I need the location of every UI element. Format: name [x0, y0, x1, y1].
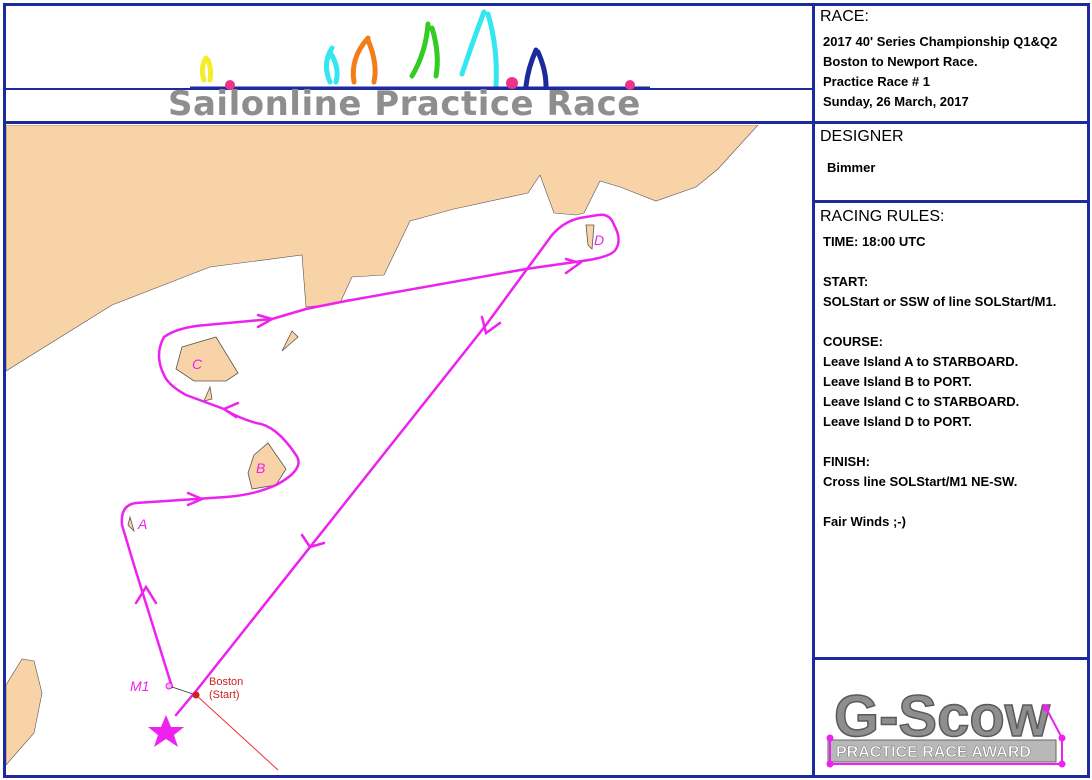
panel-divider	[812, 3, 815, 778]
designer-heading: DESIGNER	[820, 128, 904, 145]
arrow-leg-7	[300, 533, 326, 549]
m1-label: M1	[130, 678, 149, 694]
race-divider	[812, 121, 1090, 124]
island-a	[127, 515, 135, 533]
sail-green	[409, 21, 440, 79]
race-line-3: Practice Race # 1	[823, 74, 930, 89]
island-label-c: C	[192, 356, 203, 372]
header-divider-left	[3, 121, 815, 124]
award-subtitle: PRACTICE RACE AWARD	[836, 744, 1031, 761]
start-marker	[192, 691, 200, 699]
m1-marker	[165, 682, 173, 690]
rules-time: TIME: 18:00 UTC	[823, 234, 926, 249]
buoy-1	[225, 80, 235, 90]
star-icon	[148, 715, 184, 747]
buoy-3	[625, 80, 635, 90]
rules-finish-text: Cross line SOLStart/M1 NE-SW.	[823, 474, 1018, 489]
arrow-leg-3	[221, 401, 240, 419]
page-title: Sailonline Practice Race	[168, 84, 641, 124]
start-label-line2: (Start)	[209, 689, 240, 701]
race-line-1: 2017 40' Series Championship Q1&Q2	[823, 34, 1058, 49]
sail-cyan-2	[459, 9, 499, 89]
rules-closing: Fair Winds ;-)	[823, 514, 906, 529]
buoy-2	[506, 77, 518, 89]
award-banner	[827, 739, 1057, 763]
award-dot-1	[826, 734, 834, 742]
rules-start-heading: START:	[823, 274, 869, 289]
rules-start-text: SOLStart or SSW of line SOLStart/M1.	[823, 294, 1057, 309]
island-c	[175, 336, 239, 382]
race-line-2: Boston to Newport Race.	[823, 54, 978, 69]
sail-yellow	[199, 55, 214, 83]
rules-heading: RACING RULES:	[820, 208, 945, 225]
award-dot-2	[826, 760, 834, 768]
rules-course-4: Leave Island D to PORT.	[823, 414, 972, 429]
award-dot-5	[1042, 704, 1050, 712]
outer-frame	[3, 3, 1090, 778]
course-map: A B C D M1 Boston (Start)	[6, 125, 759, 771]
island-label-b: B	[256, 460, 265, 476]
designer-divider	[812, 200, 1090, 203]
award-dot-4	[1058, 734, 1066, 742]
race-heading: RACE:	[820, 8, 869, 25]
award-title: G-Scow	[834, 684, 1051, 749]
arrow-leg-1	[134, 584, 158, 605]
arrow-leg-6	[480, 315, 502, 336]
island-label-d: D	[594, 232, 604, 248]
sail-cyan-1	[324, 45, 340, 85]
award-dot-3	[1058, 760, 1066, 768]
sail-orange	[350, 35, 378, 85]
islet-1	[281, 330, 299, 352]
rules-finish-heading: FINISH:	[823, 454, 870, 469]
rules-divider	[812, 657, 1090, 660]
mainland	[6, 125, 759, 372]
rules-course-2: Leave Island B to PORT.	[823, 374, 972, 389]
rules-course-1: Leave Island A to STARBOARD.	[823, 354, 1019, 369]
arrow-leg-5	[564, 257, 583, 275]
race-line-4: Sunday, 26 March, 2017	[823, 94, 969, 109]
g-scow-award: G-Scow PRACTICE RACE AWARD	[826, 683, 1066, 768]
island-label-a: A	[137, 516, 147, 532]
arrow-leg-2	[186, 491, 206, 507]
sail-blue	[523, 47, 549, 89]
course-path	[120, 213, 620, 717]
start-label-line1: Boston	[209, 676, 243, 688]
islet-2	[203, 385, 213, 402]
southwest-land	[6, 658, 43, 766]
designer-name: Bimmer	[827, 160, 876, 175]
island-d	[585, 224, 595, 250]
rules-course-3: Leave Island C to STARBOARD.	[823, 394, 1020, 409]
sails-logo	[190, 9, 650, 90]
rules-course-heading: COURSE:	[823, 334, 883, 349]
arrow-leg-4	[256, 313, 276, 329]
start-line	[195, 694, 279, 771]
m1-start-link	[171, 686, 197, 696]
